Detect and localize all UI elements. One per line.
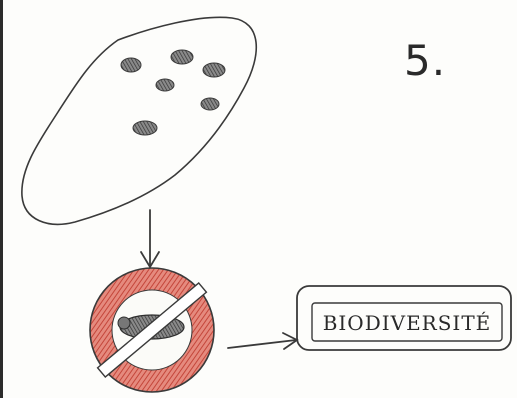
down-arrow [141, 210, 159, 267]
step-number: 5. [404, 36, 446, 85]
forest-patch [156, 79, 174, 91]
forbidden-sign [90, 268, 214, 392]
biodiversity-label: BIODIVERSITÉ [312, 305, 502, 341]
forest-patches [121, 50, 225, 135]
forest-patch [133, 121, 157, 135]
forest-patch [203, 63, 225, 77]
right-arrow [228, 333, 297, 349]
island-shape [22, 17, 256, 224]
forest-patch [201, 98, 219, 110]
forest-patch [171, 50, 193, 64]
forest-patch [121, 58, 141, 72]
